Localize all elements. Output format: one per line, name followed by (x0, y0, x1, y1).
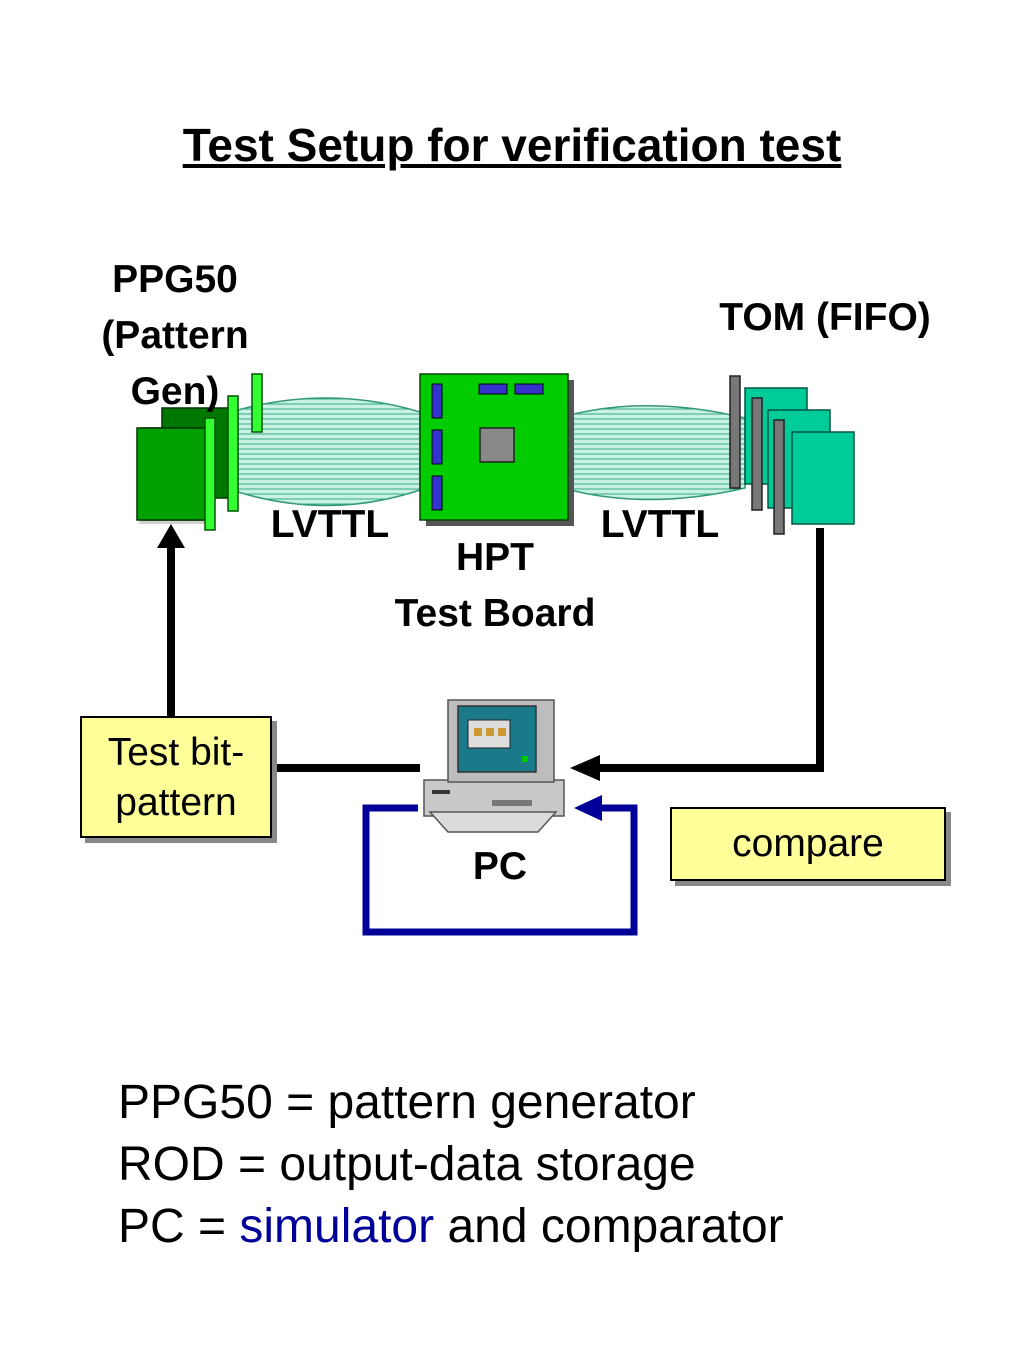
setup-diagram (136, 373, 855, 936)
hpt-test-board-label: HPT Test Board (360, 530, 630, 642)
legend-pc-suffix: and comparator (434, 1200, 784, 1253)
test-bit-pattern-box: Test bit- pattern (80, 716, 272, 838)
legend: PPG50 = pattern generator ROD = output-d… (118, 1072, 784, 1258)
legend-line-pc: PC = simulator and comparator (118, 1196, 784, 1258)
ppg50-label-line2: (Pattern (101, 314, 249, 357)
ppg50-label-line1: PPG50 (112, 258, 238, 301)
legend-line-rod: ROD = output-data storage (118, 1138, 696, 1191)
page-title: Test Setup for verification test (182, 119, 842, 171)
arrow-to-ppg50 (157, 524, 185, 716)
legend-pc-simulator: simulator (239, 1200, 435, 1253)
tom-fifo-label: TOM (FIFO) (719, 296, 931, 339)
lvttl-right-label: LVTTL (600, 503, 720, 546)
ppg50-label: PPG50 (Pattern Gen) (80, 252, 270, 420)
compare-box: compare (670, 807, 946, 881)
arrow-tom-to-pc (570, 528, 824, 781)
lvttl-left-label: LVTTL (270, 503, 390, 546)
pc-label: PC (472, 845, 528, 888)
legend-line-ppg50: PPG50 = pattern generator (118, 1076, 696, 1129)
pc-feedback-loop-arrow (362, 795, 638, 936)
tom-fifo-device (729, 375, 855, 535)
test-bit-pattern-line2: pattern (115, 781, 237, 824)
hpt-label-line2: Test Board (394, 592, 596, 635)
pc-computer-icon (423, 699, 565, 833)
hpt-test-board (419, 373, 574, 526)
ppg50-label-line3: Gen) (130, 370, 220, 413)
test-bit-pattern-line1: Test bit- (107, 731, 245, 774)
hpt-label-line1: HPT (456, 536, 534, 579)
ribbon-cable-right (569, 405, 746, 501)
legend-pc-prefix: PC = (118, 1200, 240, 1253)
ppg50-device (136, 373, 263, 531)
